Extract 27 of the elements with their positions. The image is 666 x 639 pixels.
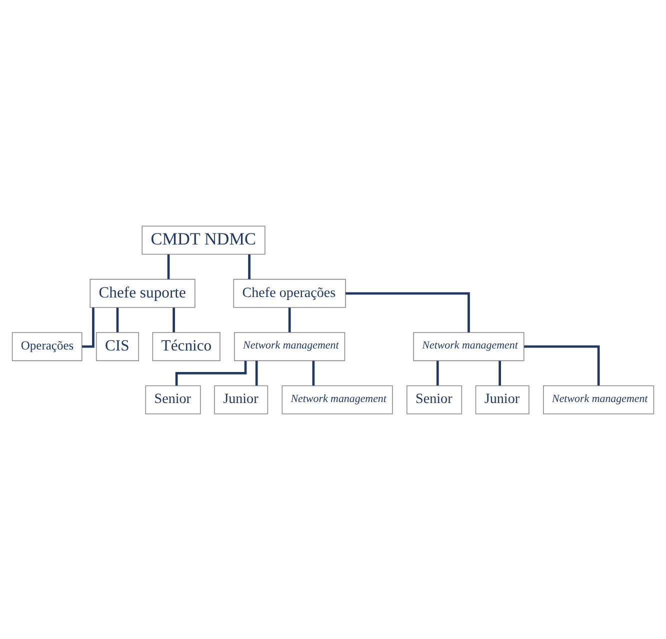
connector (82, 307, 94, 348)
connector (436, 360, 439, 385)
node-box: CIS (96, 332, 139, 361)
node-box: Senior (406, 384, 462, 414)
connector (312, 360, 315, 385)
node-box: Network management (543, 384, 654, 414)
connector (524, 344, 600, 386)
node-box: Chefe suporte (90, 278, 196, 308)
node-box: Técnico (152, 332, 220, 361)
node-box: CMDT NDMC (142, 225, 266, 254)
connector (248, 254, 250, 279)
node-box: Network management (413, 332, 524, 361)
connector (255, 360, 258, 385)
node-box: Network management (282, 384, 393, 414)
connector (346, 292, 470, 332)
node-box: Operações (12, 332, 82, 361)
node-box: Junior (214, 384, 268, 414)
node-box: Senior (145, 384, 201, 414)
connector (172, 307, 175, 332)
connector (167, 254, 170, 279)
connector (288, 307, 291, 332)
node-box: Junior (475, 384, 530, 414)
node-box: Network management (234, 332, 346, 361)
connector (498, 360, 501, 385)
node-box: Chefe operações (233, 278, 346, 308)
connector (175, 360, 247, 386)
connector (116, 307, 119, 332)
